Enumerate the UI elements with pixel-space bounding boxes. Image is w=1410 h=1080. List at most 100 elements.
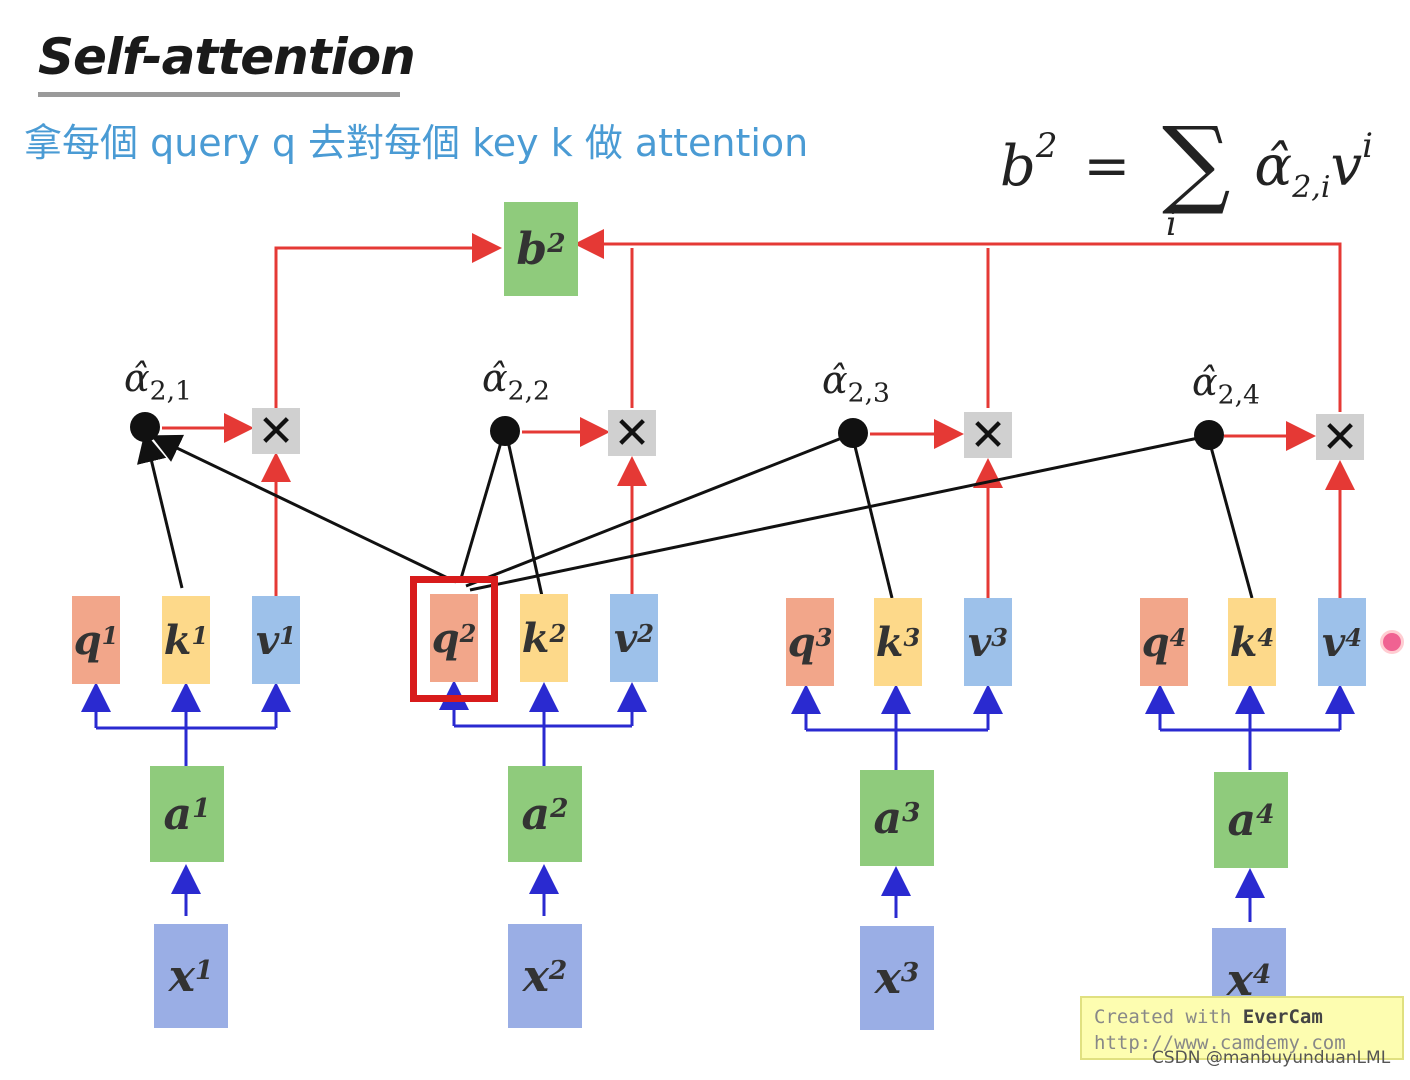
k-var: k bbox=[875, 618, 904, 666]
formula-lhs: b bbox=[1000, 134, 1036, 199]
pointer-dot-icon bbox=[1380, 630, 1404, 654]
q-var: q bbox=[787, 618, 816, 666]
output-sum-lines bbox=[162, 229, 1355, 598]
attention-score-lines bbox=[137, 431, 1254, 599]
formula-equals: = bbox=[1083, 134, 1131, 199]
k-var: k bbox=[521, 614, 550, 662]
alpha-var: α̂ bbox=[822, 358, 848, 402]
output-var: b bbox=[516, 223, 548, 275]
formula-v-sup: i bbox=[1362, 126, 1373, 167]
evercam-banner: Created with EverCam http://www.camdemy.… bbox=[1080, 996, 1404, 1060]
x-sup: 1 bbox=[194, 955, 214, 987]
formula-sum-index: i bbox=[1166, 204, 1177, 244]
x-var: x bbox=[874, 952, 901, 1004]
v-var: v bbox=[968, 618, 992, 666]
alpha-var: α̂ bbox=[1192, 360, 1218, 404]
x-sup: 3 bbox=[900, 957, 920, 989]
formula-alpha-sub: 2,i bbox=[1292, 170, 1331, 206]
alpha-label-2-1: α̂2,1 bbox=[124, 356, 192, 407]
alpha-var: α̂ bbox=[124, 356, 150, 400]
projection-lines bbox=[81, 680, 1355, 922]
v-sup: 2 bbox=[637, 618, 654, 648]
title-underline bbox=[38, 92, 400, 97]
k-sup: 3 bbox=[903, 622, 921, 652]
k-sup: 4 bbox=[1257, 622, 1275, 652]
a-var: a bbox=[163, 788, 193, 840]
q-sup: 1 bbox=[101, 620, 119, 650]
v-var: v bbox=[614, 614, 638, 662]
v-var: v bbox=[256, 616, 280, 664]
q-var: q bbox=[1141, 618, 1170, 666]
k-sup: 1 bbox=[191, 620, 209, 650]
a-sup: 4 bbox=[1256, 799, 1275, 831]
sigma-icon: ∑ bbox=[1162, 106, 1231, 218]
alpha-sub: 2,1 bbox=[149, 375, 192, 407]
formula-v: v bbox=[1330, 134, 1363, 199]
attention-score-node-4 bbox=[1194, 420, 1224, 450]
alpha-label-2-3: α̂2,3 bbox=[822, 358, 890, 409]
output-sup: 2 bbox=[547, 228, 566, 260]
sum-formula: b2 = ∑ α̂2,ivi i bbox=[1000, 96, 1373, 244]
alpha-sub: 2,3 bbox=[847, 377, 890, 409]
alpha-sub: 2,2 bbox=[507, 375, 550, 407]
q-var: q bbox=[431, 614, 460, 662]
v-sup: 4 bbox=[1345, 622, 1362, 652]
a-sup: 1 bbox=[192, 793, 211, 825]
attention-score-node-2 bbox=[490, 416, 520, 446]
evercam-line-2: http://www.camdemy.com bbox=[1094, 1032, 1346, 1054]
formula-lhs-sup: 2 bbox=[1035, 126, 1058, 167]
formula-alpha-hat: α̂ bbox=[1254, 134, 1293, 199]
alpha-label-2-2: α̂2,2 bbox=[482, 356, 550, 407]
a-var: a bbox=[521, 788, 551, 840]
multiply-icon: ✕ bbox=[1316, 412, 1364, 463]
attention-score-node-1 bbox=[130, 412, 160, 442]
q-sup: 3 bbox=[815, 622, 833, 652]
q-var: q bbox=[73, 616, 102, 664]
x-sup: 2 bbox=[548, 955, 568, 987]
slide-subtitle: 拿每個 query q 去對每個 key k 做 attention bbox=[24, 121, 809, 165]
k-var: k bbox=[1229, 618, 1258, 666]
evercam-prefix: Created with bbox=[1094, 1006, 1243, 1028]
x-sup: 4 bbox=[1252, 959, 1272, 991]
x-var: x bbox=[522, 950, 549, 1002]
a-sup: 2 bbox=[550, 793, 569, 825]
query-highlight-frame bbox=[410, 576, 498, 702]
v-sup: 1 bbox=[279, 620, 296, 650]
alpha-label-2-4: α̂2,4 bbox=[1192, 360, 1260, 411]
multiply-icon: ✕ bbox=[608, 408, 656, 459]
multiply-icon: ✕ bbox=[964, 410, 1012, 461]
evercam-brand: EverCam bbox=[1242, 1006, 1323, 1028]
v-var: v bbox=[1322, 618, 1346, 666]
slide-title: Self-attention bbox=[38, 28, 416, 86]
alpha-sub: 2,4 bbox=[1217, 379, 1260, 411]
x-var: x bbox=[168, 950, 195, 1002]
alpha-var: α̂ bbox=[482, 356, 508, 400]
a-var: a bbox=[873, 792, 903, 844]
multiply-icon: ✕ bbox=[252, 406, 300, 457]
k-var: k bbox=[163, 616, 192, 664]
evercam-line-1: Created with EverCam bbox=[1094, 1004, 1390, 1030]
q-sup: 4 bbox=[1169, 622, 1187, 652]
q-sup: 2 bbox=[459, 618, 477, 648]
